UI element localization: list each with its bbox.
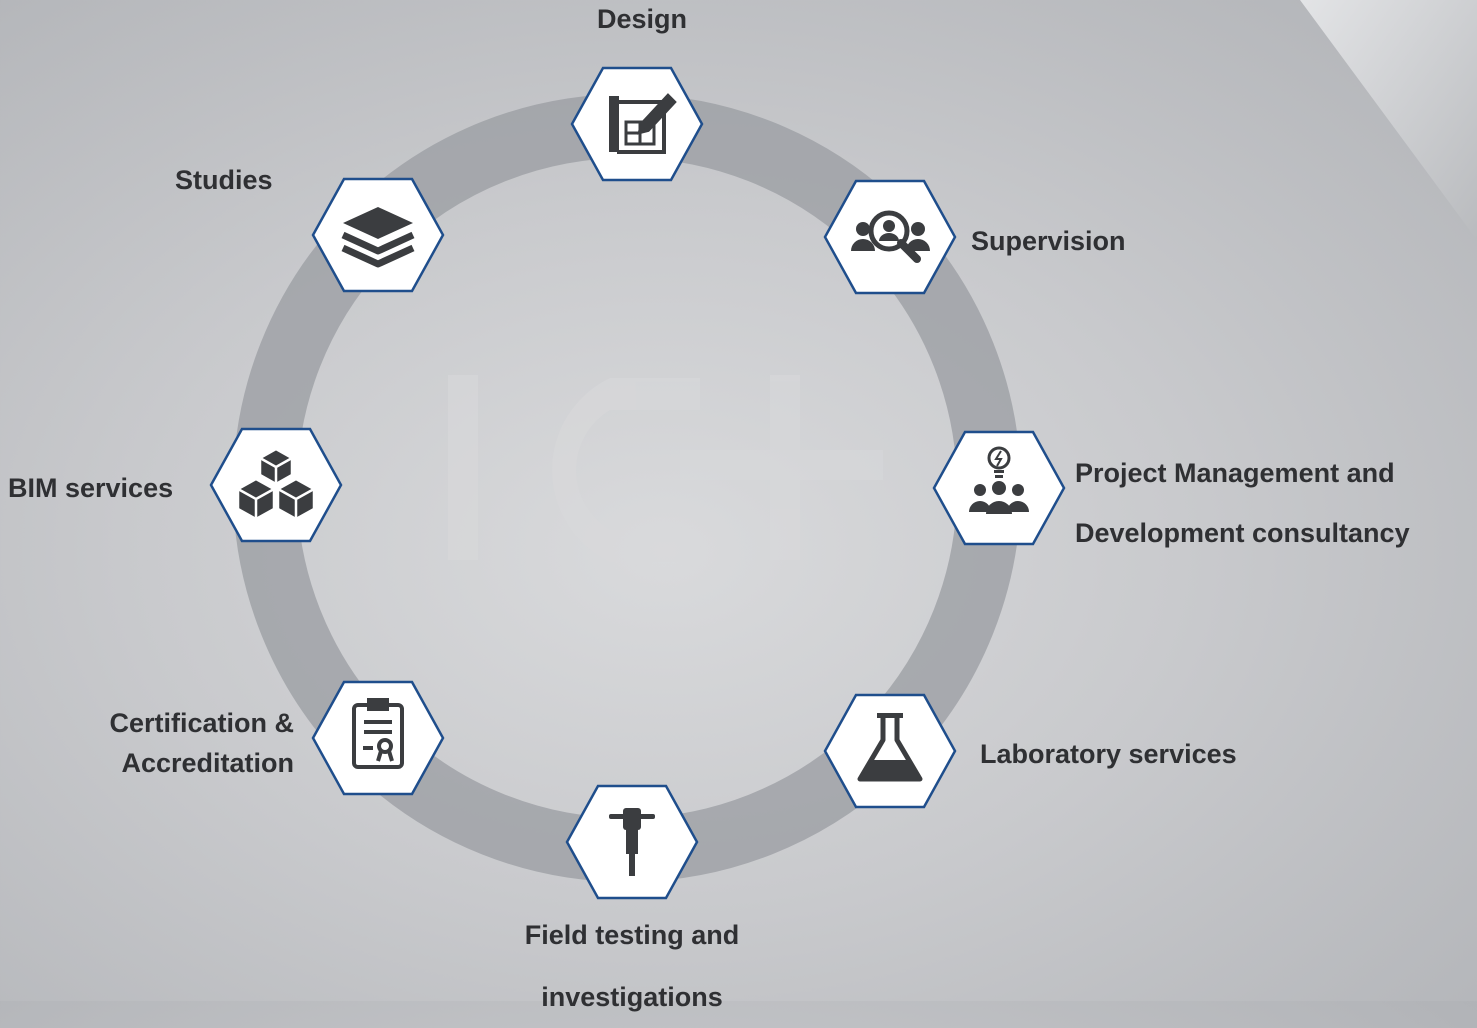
cubes-icon	[236, 447, 316, 521]
people-magnifier-icon	[851, 210, 930, 263]
supervision-label: Supervision	[971, 226, 1126, 256]
studies-label: Studies	[175, 165, 273, 195]
certification-hex[interactable]	[311, 680, 445, 796]
layers-stack-icon	[341, 207, 415, 268]
bim-label: BIM services	[8, 473, 174, 503]
laboratory-hex[interactable]	[823, 693, 957, 809]
field-testing-label: Field testing and investigations	[524, 920, 740, 1012]
bim-hex[interactable]	[209, 427, 343, 543]
certificate-clipboard-icon	[352, 698, 404, 769]
project-management-label: Project Management and Development consu…	[1075, 458, 1410, 548]
blueprint-pencil-icon	[609, 93, 677, 154]
team-lightbulb-icon	[969, 446, 1029, 514]
design-hex[interactable]	[570, 66, 704, 182]
igh-watermark	[448, 375, 883, 562]
lab-flask-icon	[857, 713, 923, 782]
certification-label: Certification & Accreditation	[109, 708, 294, 778]
laboratory-label: Laboratory services	[980, 739, 1237, 769]
field-testing-hex[interactable]	[565, 784, 699, 900]
jackhammer-icon	[609, 808, 655, 876]
design-label: Design	[596, 4, 688, 34]
studies-hex[interactable]	[311, 177, 445, 293]
supervision-hex[interactable]	[823, 179, 957, 295]
corner-photo-fragment	[1300, 0, 1477, 240]
project-management-hex[interactable]	[932, 430, 1066, 546]
